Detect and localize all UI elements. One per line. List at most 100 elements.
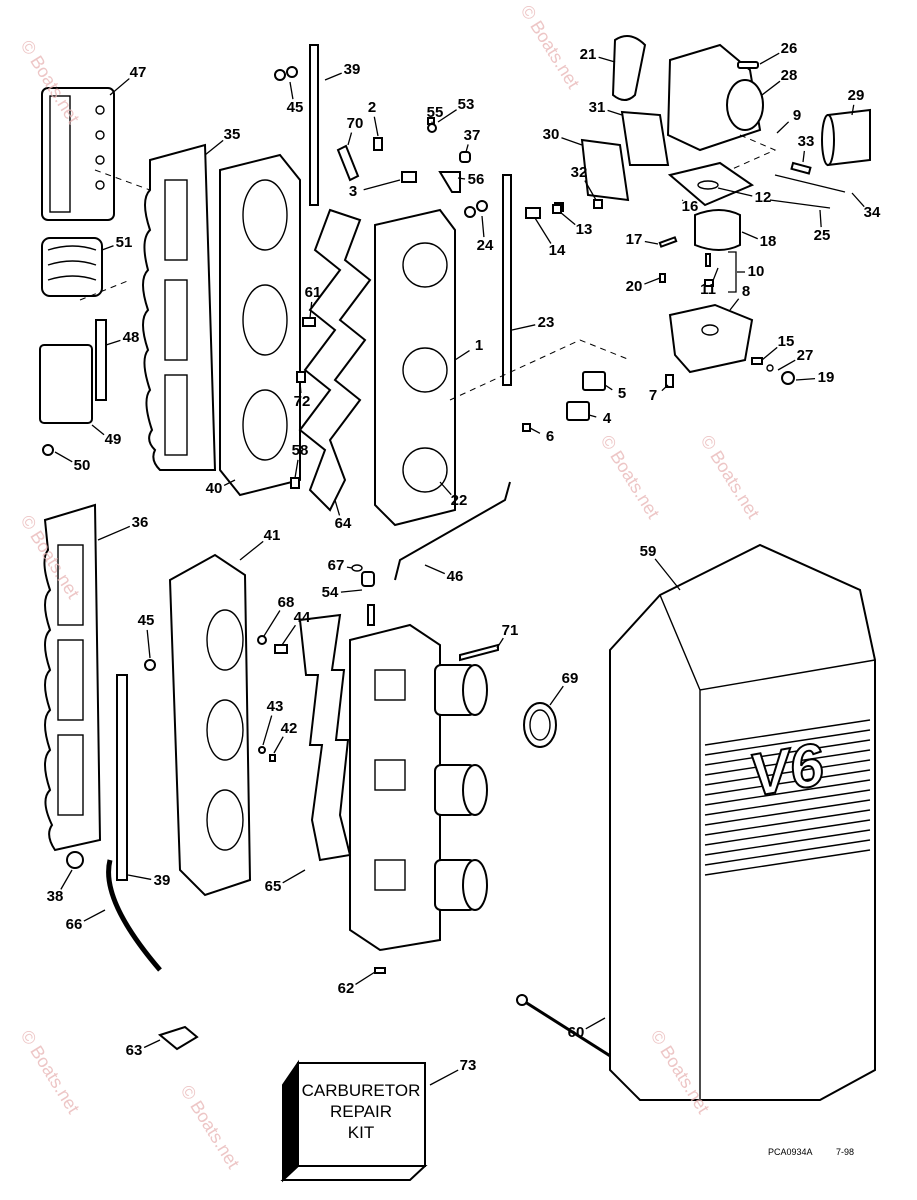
leader-line <box>127 874 152 881</box>
part-gasket-21 <box>611 35 647 101</box>
leader-line <box>282 869 306 884</box>
callout-number: 51 <box>116 234 133 251</box>
cover-rib <box>704 779 871 806</box>
callout-number: 25 <box>814 227 831 244</box>
callout-number: 9 <box>793 107 801 124</box>
leader-line <box>355 971 376 985</box>
part-hose-66 <box>106 859 162 972</box>
drawing-date: 7-98 <box>836 1147 854 1157</box>
watermark: © Boats.net <box>697 432 764 523</box>
callout-number: 6 <box>546 428 554 445</box>
callout-number: 45 <box>138 612 155 629</box>
part-link-rod-46 <box>394 481 511 581</box>
callout-number: 28 <box>781 67 798 84</box>
watermark: © Boats.net <box>177 1082 244 1173</box>
part-reed-petals <box>41 237 103 297</box>
kit-label-line-2: REPAIR <box>330 1102 392 1121</box>
callout-number: 61 <box>305 284 322 301</box>
callout-number: 8 <box>742 283 750 300</box>
watermark: © Boats.net <box>597 432 664 523</box>
leader-line <box>324 72 342 81</box>
leader-line <box>711 267 719 283</box>
callout-number: 32 <box>571 164 588 181</box>
part-link-rod-39b <box>116 674 128 881</box>
leader-line <box>223 479 236 487</box>
leader-line <box>60 869 73 890</box>
leader-line <box>588 414 597 418</box>
callout-number: 48 <box>123 329 140 346</box>
callout-number: 21 <box>580 46 597 63</box>
callout-number: 54 <box>322 584 339 601</box>
callout-number: 36 <box>132 514 149 531</box>
leader-line <box>281 624 296 646</box>
part-link-rod-39 <box>309 44 319 206</box>
leader-line <box>759 52 780 65</box>
part-carburetor-body-1 <box>374 208 456 527</box>
cover-rib <box>704 729 871 756</box>
part-gasket-31 <box>620 110 670 166</box>
leader-line <box>109 78 130 96</box>
callout-number: 70 <box>347 115 364 132</box>
leader-line <box>309 301 313 319</box>
leader-line <box>481 215 485 238</box>
callout-number: 17 <box>626 231 643 248</box>
callout-number: 4 <box>603 410 612 427</box>
callout-number: 56 <box>468 171 485 188</box>
callout-number: 12 <box>755 189 772 206</box>
callout-number: 53 <box>458 96 475 113</box>
callout-number: 44 <box>294 609 311 626</box>
leader-line <box>777 359 796 371</box>
cover-rib <box>704 769 871 796</box>
callout-number: 50 <box>74 457 91 474</box>
cover-rib <box>704 819 871 846</box>
part-seal-69 <box>523 702 557 748</box>
callout-number: 30 <box>543 126 560 143</box>
leader-line <box>465 144 469 153</box>
callout-number: 38 <box>47 888 64 905</box>
callout-number: 69 <box>562 670 579 687</box>
leader-line <box>454 349 470 361</box>
part-reed-plate <box>39 319 107 424</box>
cover-rib <box>704 739 871 766</box>
leader-line <box>561 137 583 146</box>
leader-line <box>83 909 106 922</box>
callout-number: 65 <box>265 878 282 895</box>
leader-line <box>97 525 131 541</box>
callout-number: 33 <box>798 133 815 150</box>
leader-line <box>729 298 740 311</box>
cover-rib <box>704 749 871 776</box>
part-link-rod-23 <box>502 174 512 386</box>
part-plate-5 <box>582 371 606 391</box>
callout-number: 26 <box>781 40 798 57</box>
part-gasket-35 <box>142 143 217 471</box>
leader-line <box>851 192 865 208</box>
leader-line <box>598 56 616 63</box>
callout-number: 60 <box>568 1024 585 1041</box>
kit-label-line-1: CARBURETOR <box>302 1081 421 1100</box>
leader-line <box>299 381 302 394</box>
leader-line <box>585 1017 606 1030</box>
part-cover-30 <box>580 138 630 202</box>
leader-line <box>851 104 855 116</box>
leader-line <box>604 384 613 391</box>
leader-line <box>91 424 105 436</box>
callout-number: 15 <box>778 333 795 350</box>
callout-number: 73 <box>460 1057 477 1074</box>
leader-line <box>263 610 281 637</box>
part-gasket-16 <box>667 161 755 207</box>
kit-label-line-3: KIT <box>348 1123 374 1142</box>
leader-line <box>776 121 790 134</box>
part-gasket-64 <box>298 208 372 512</box>
leader-line <box>761 80 781 96</box>
callout-number: 63 <box>126 1042 143 1059</box>
callout-number: 35 <box>224 126 241 143</box>
cover-rib <box>704 799 871 826</box>
callout-number: 67 <box>328 557 345 574</box>
leader-line <box>534 217 552 244</box>
callout-number: 37 <box>464 127 481 144</box>
leader-line <box>654 558 681 591</box>
part-carburetor-body-lower <box>349 623 488 952</box>
callout-number: 20 <box>626 278 643 295</box>
leader-line <box>54 451 73 463</box>
